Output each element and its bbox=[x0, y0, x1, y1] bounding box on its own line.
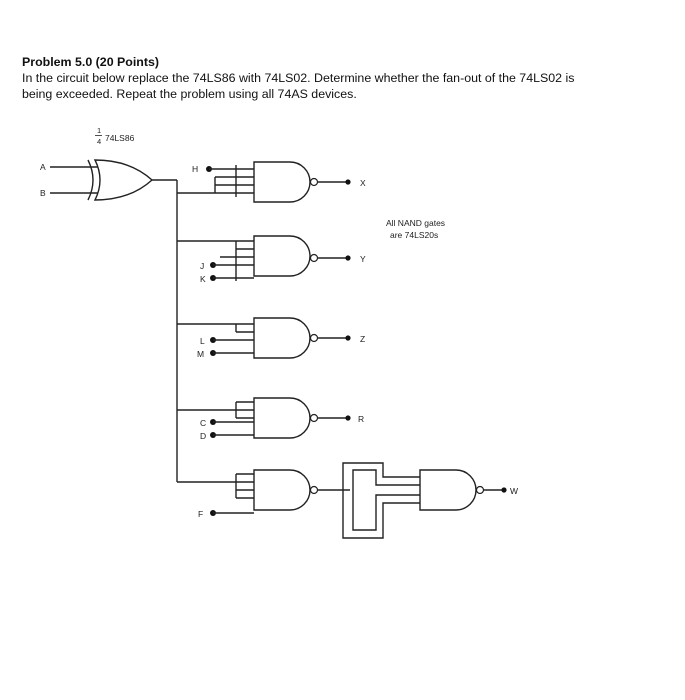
input-label-f: F bbox=[198, 509, 203, 519]
input-label-a: A bbox=[40, 162, 46, 172]
output-label-y: Y bbox=[360, 254, 366, 264]
note-line-1: All NAND gates bbox=[386, 218, 445, 228]
input-label-j: J bbox=[200, 261, 204, 271]
nand-gate-y: J K Y bbox=[200, 235, 366, 284]
input-label-m: M bbox=[197, 349, 204, 359]
nand-gate-x: H X bbox=[192, 161, 366, 203]
nand-gate-pair-w: F W bbox=[198, 462, 518, 539]
xor-fraction-denominator: 4 bbox=[97, 137, 101, 146]
problem-text-line-1: In the circuit below replace the 74LS86 … bbox=[22, 71, 575, 85]
input-label-h: H bbox=[192, 164, 198, 174]
nand-gate-z: L M Z bbox=[197, 317, 365, 359]
xor-gate-74ls86 bbox=[87, 159, 154, 201]
output-label-z: Z bbox=[360, 334, 365, 344]
input-label-k: K bbox=[200, 274, 206, 284]
problem-statement: Problem 5.0 (20 Points) In the circuit b… bbox=[22, 54, 662, 102]
output-label-r: R bbox=[358, 414, 364, 424]
problem-title: Problem 5.0 (20 Points) bbox=[22, 55, 160, 69]
problem-text-line-2: being exceeded. Repeat the problem using… bbox=[22, 87, 357, 101]
xor-fraction-numerator: 1 bbox=[97, 126, 101, 135]
note-line-2: are 74LS20s bbox=[390, 230, 438, 240]
input-label-d: D bbox=[200, 431, 206, 441]
input-label-l: L bbox=[200, 336, 205, 346]
input-label-b: B bbox=[40, 188, 46, 198]
output-label-w: W bbox=[510, 486, 518, 496]
xor-part-number: 74LS86 bbox=[105, 133, 135, 143]
output-label-x: X bbox=[360, 178, 366, 188]
xor-gate-label: 1 4 74LS86 bbox=[95, 126, 135, 146]
nand-gate-r: C D R bbox=[200, 397, 364, 441]
input-label-c: C bbox=[200, 418, 206, 428]
